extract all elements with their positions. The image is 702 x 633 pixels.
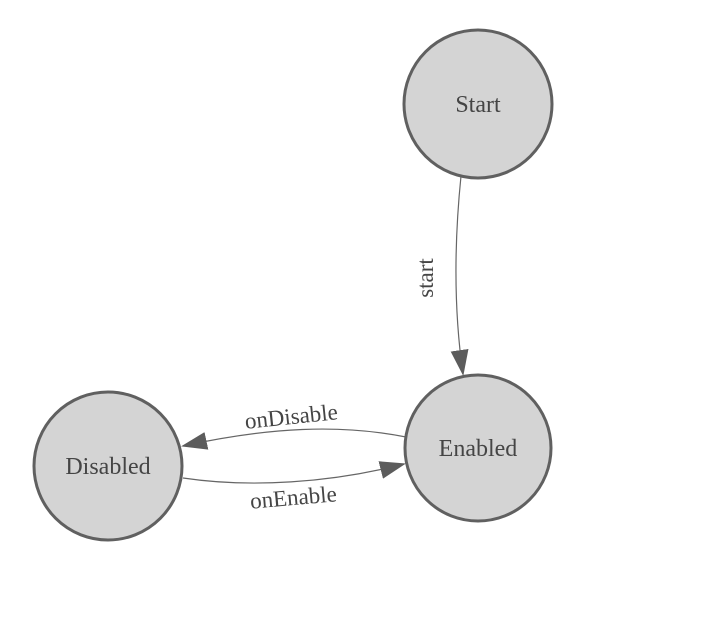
edge-start-to-enabled: start bbox=[413, 175, 469, 376]
state-node-enabled-label: Enabled bbox=[439, 436, 518, 462]
edge-enabled-to-disabled: onDisable bbox=[181, 399, 407, 450]
state-node-disabled-circle bbox=[32, 390, 184, 542]
edge-disabled-to-enabled: onEnable bbox=[182, 461, 406, 514]
state-node-disabled-label: Disabled bbox=[65, 454, 150, 480]
edge-line-ondisable bbox=[181, 428, 407, 450]
state-node-start-circle bbox=[402, 28, 554, 180]
state-node-start: Start bbox=[402, 28, 554, 180]
state-node-enabled: Enabled bbox=[403, 373, 553, 523]
edge-line-start bbox=[450, 175, 469, 376]
state-node-start-label: Start bbox=[455, 92, 501, 118]
state-node-disabled: Disabled bbox=[32, 390, 184, 542]
edge-label-onenable: onEnable bbox=[249, 481, 338, 513]
edge-label-start: start bbox=[413, 258, 438, 298]
state-node-enabled-circle bbox=[403, 373, 553, 523]
edge-line-onenable bbox=[182, 461, 406, 484]
